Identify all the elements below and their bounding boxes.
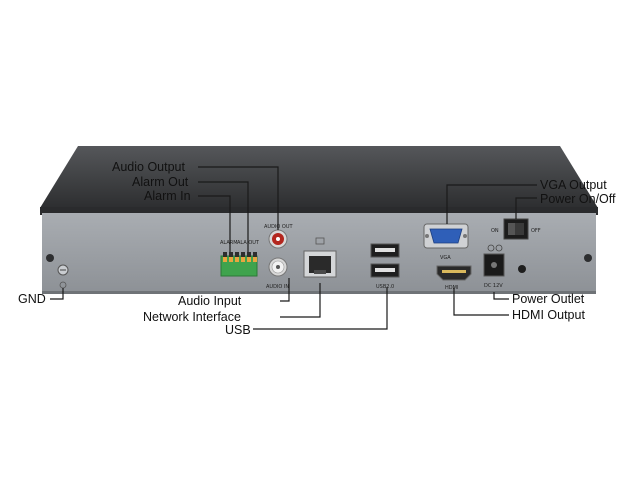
callout-power-onoff: Power On/Off	[540, 192, 616, 206]
panel-label-hdmi: HDMI	[445, 285, 459, 291]
callout-alarm-out: Alarm Out	[132, 175, 189, 189]
gnd-screw	[57, 264, 69, 289]
hdmi-port	[436, 265, 472, 281]
panel-label-vga: VGA	[440, 255, 451, 261]
dc-power-outlet	[483, 244, 526, 277]
panel-label-dc: DC 12V	[484, 283, 503, 289]
callout-audio-output: Audio Output	[112, 160, 185, 174]
power-switch	[503, 218, 529, 240]
panel-screw-left	[46, 254, 54, 262]
leader-lines	[50, 166, 537, 330]
callout-vga-output: VGA Output	[540, 178, 607, 192]
callout-gnd: GND	[18, 292, 46, 306]
callout-audio-input: Audio Input	[178, 294, 242, 308]
panel-screw-right	[584, 254, 592, 262]
audio-in-jack	[268, 257, 288, 277]
audio-out-jack	[268, 229, 288, 249]
panel-label-off: OFF	[531, 228, 541, 234]
callout-power-outlet: Power Outlet	[512, 292, 585, 306]
callout-hdmi-output: HDMI Output	[512, 308, 585, 322]
vga-port	[423, 223, 469, 249]
panel-label-alarm-in: ALARM	[220, 240, 238, 246]
panel-label-on: ON	[491, 228, 499, 234]
panel-label-audio-out: AUDIO OUT	[264, 224, 293, 230]
usb-ports	[370, 243, 400, 278]
case-top	[40, 146, 598, 208]
callout-network-interface: Network Interface	[143, 310, 241, 324]
rj45-port	[303, 237, 337, 278]
panel-label-usb: USB2.0	[376, 284, 395, 290]
callout-alarm-in: Alarm In	[144, 189, 191, 203]
case-edge	[40, 207, 598, 215]
panel-label-audio-in: AUDIO IN	[266, 284, 290, 290]
alarm-terminal-block	[220, 252, 258, 277]
callout-usb: USB	[225, 323, 251, 337]
panel-label-alarm-out: ALA OUT	[237, 240, 259, 246]
